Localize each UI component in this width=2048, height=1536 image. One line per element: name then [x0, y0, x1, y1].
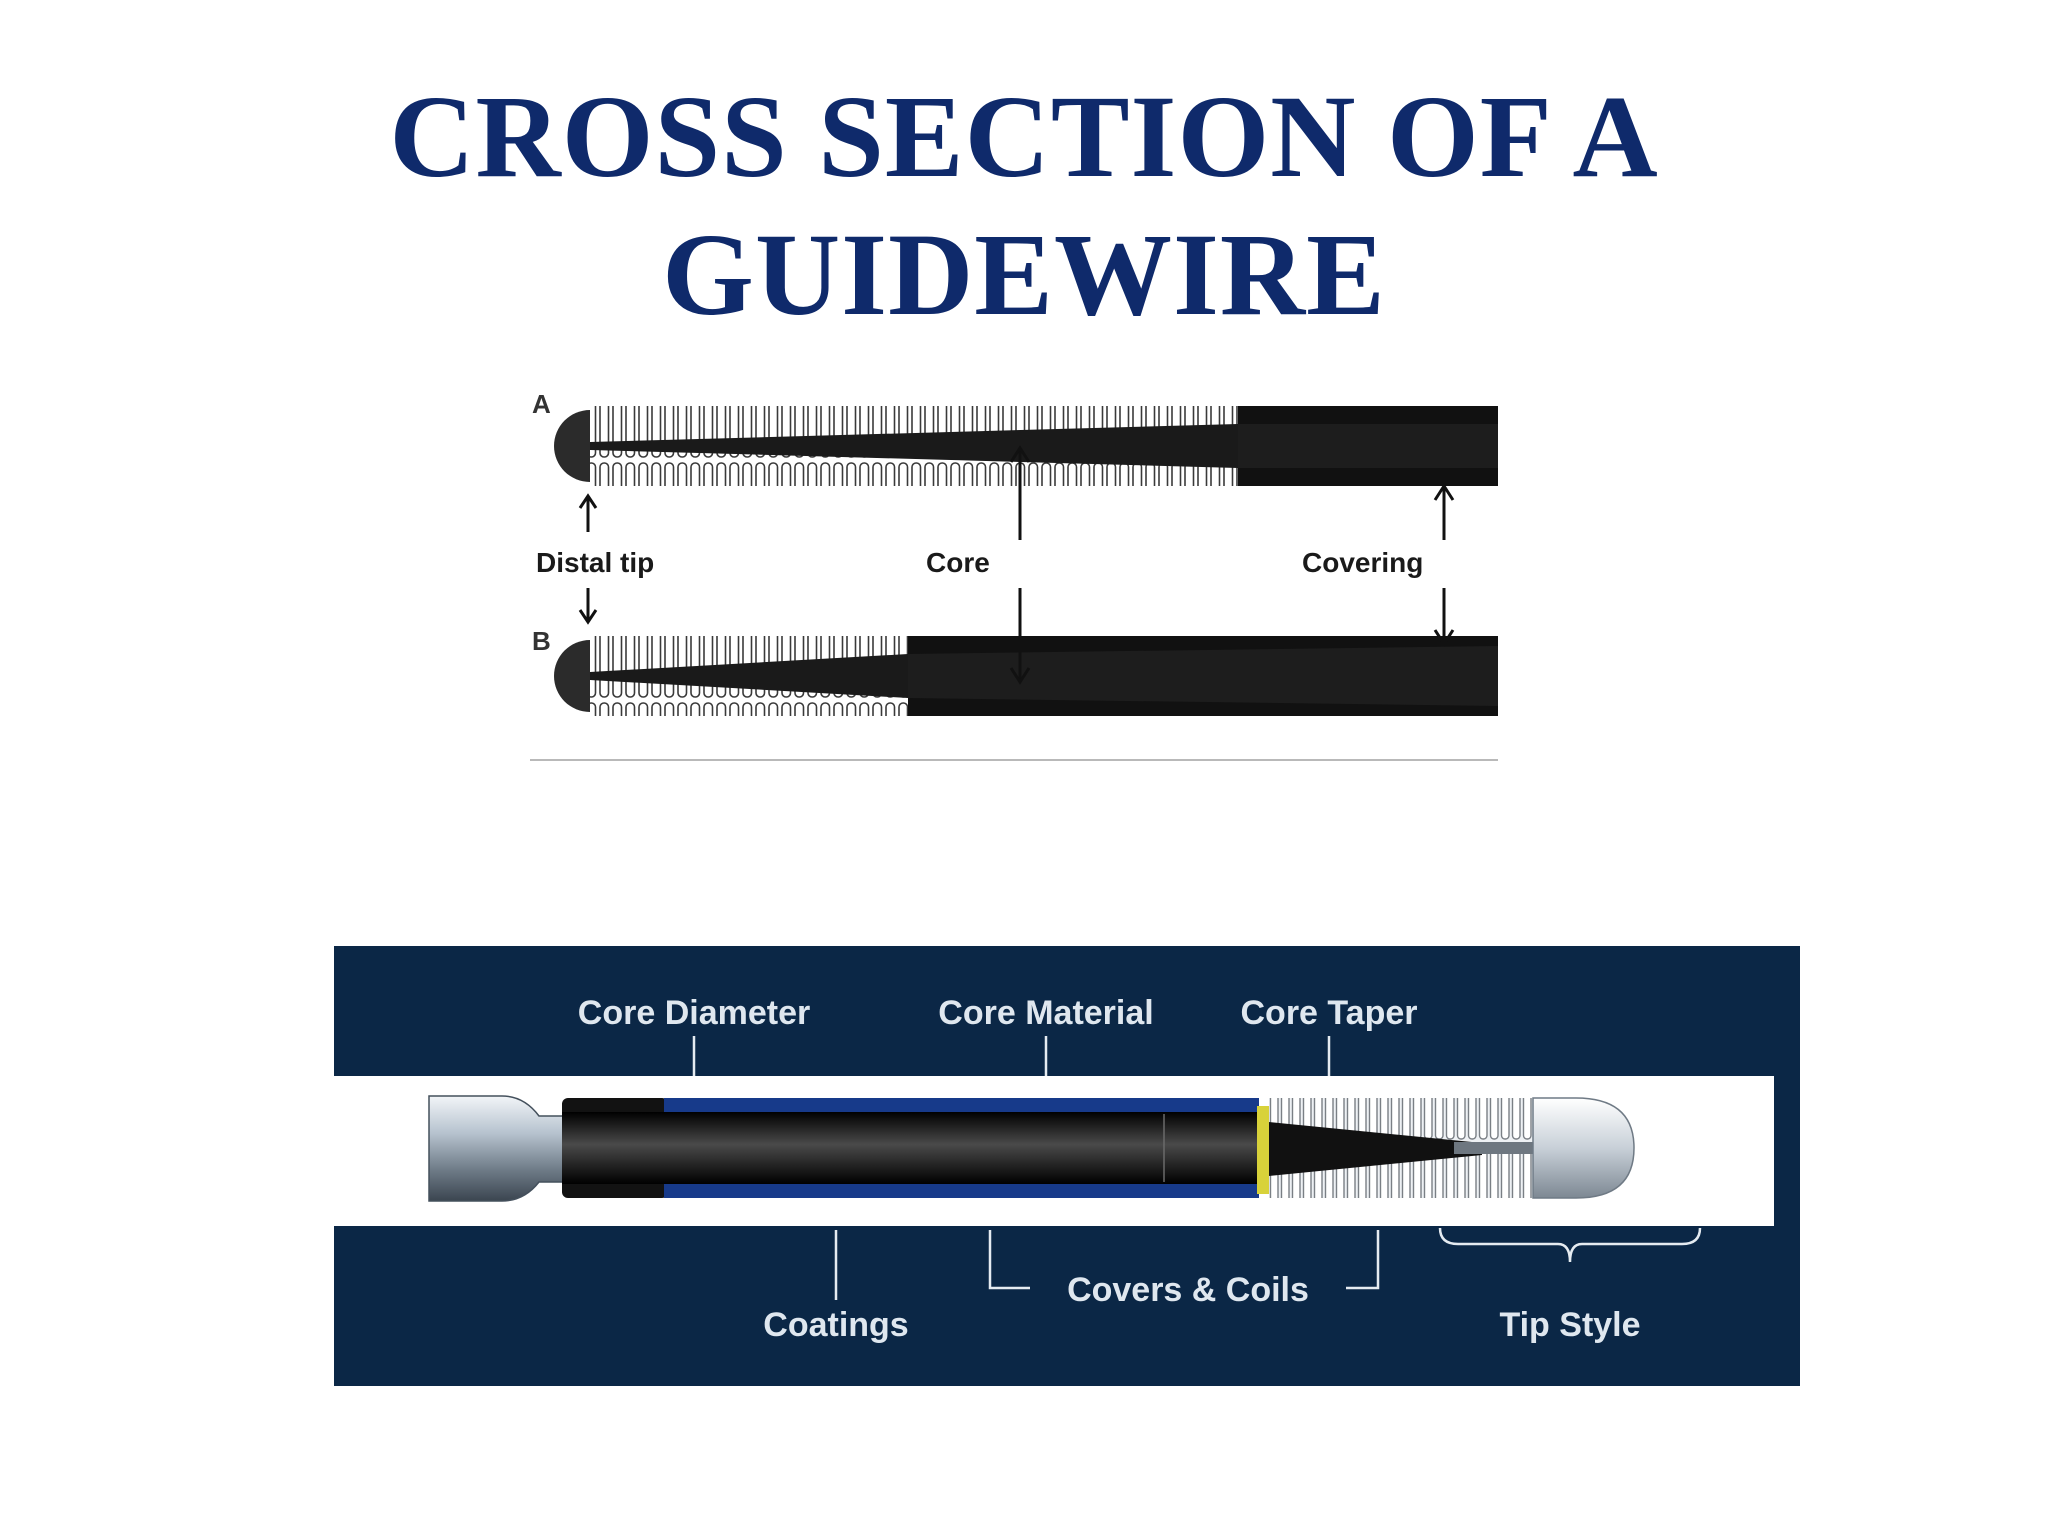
guidewire-illustration	[428, 1095, 1635, 1202]
leader-lines	[692, 1036, 1702, 1300]
atraumatic-tip	[1532, 1097, 1635, 1199]
distal-tip-b	[554, 640, 590, 712]
solder-band	[1257, 1106, 1269, 1194]
label-distal-tip: Distal tip	[536, 547, 654, 578]
core-taper-b	[590, 654, 908, 698]
label-core: Core	[926, 547, 990, 578]
core-taper-a	[590, 424, 1238, 468]
guidewire-components-diagram: Core Diameter Core Material Core Taper C…	[334, 946, 1800, 1386]
panel-label-b: B	[532, 626, 551, 656]
label-core-taper: Core Taper	[1241, 994, 1418, 1032]
label-covers-coils: Covers & Coils	[1067, 1271, 1309, 1309]
label-coatings: Coatings	[763, 1306, 908, 1344]
label-core-material: Core Material	[938, 994, 1153, 1032]
label-core-diameter: Core Diameter	[578, 994, 810, 1032]
label-tip-style: Tip Style	[1499, 1306, 1640, 1344]
title-line-2: GUIDEWIRE	[662, 209, 1386, 340]
label-covering: Covering	[1302, 547, 1423, 578]
page-title: CROSS SECTION OF A GUIDEWIRE	[0, 68, 2048, 344]
annotation-arrows	[578, 445, 1455, 685]
title-line-1: CROSS SECTION OF A	[389, 71, 1659, 202]
core-wire	[562, 1112, 1482, 1184]
distal-tip-a	[554, 410, 590, 482]
wire-a: A	[532, 389, 1498, 486]
panel-label-a: A	[532, 389, 551, 419]
wire-b: B	[532, 626, 1498, 716]
guidewire-schematic: A B Distal tip Core Covering	[530, 389, 1498, 761]
